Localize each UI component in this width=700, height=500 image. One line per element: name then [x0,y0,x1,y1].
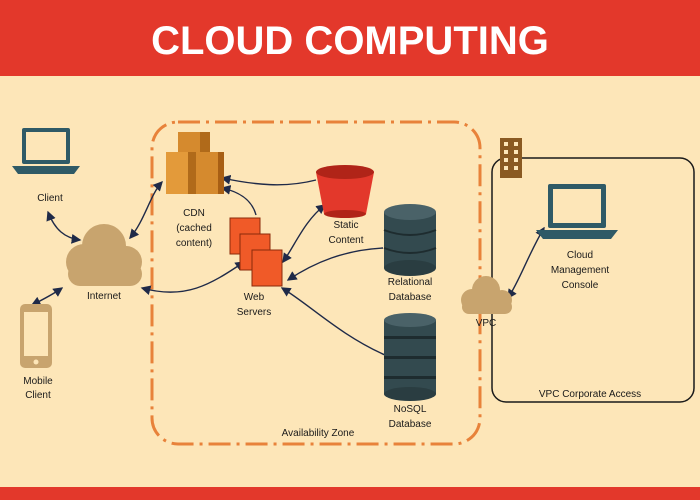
vpc-cloud-icon [461,276,512,314]
edge-vpc-console [507,226,545,300]
edge-webservers-cdn [220,185,257,216]
connectors [30,174,545,356]
client-laptop-icon [12,128,80,174]
title-banner [0,0,700,76]
internet-cloud-icon [66,224,142,286]
mobile-smartphone-icon [20,304,52,368]
vpc-label: VPC [476,318,497,329]
edge-client-internet [46,210,82,244]
cdn-cubes-icon [166,132,224,194]
edge-static-webservers [282,204,327,264]
bottom-banner [0,487,700,500]
relational-database-icon [383,204,437,276]
page-title: CLOUD COMPUTING [151,19,549,63]
nosql-database-icon [384,313,436,401]
edge-nosql-webservers [280,287,386,356]
availability-zone-label: Availability Zone [282,428,355,439]
edge-internet-webservers [140,261,246,295]
edge-internet-mobile [30,287,64,306]
web-servers-stack-icon [229,217,283,287]
internet-label: Internet [87,291,121,302]
static-content-bucket-icon [316,165,374,218]
corporate-building-icon [500,138,522,178]
console-laptop-icon [536,184,618,239]
edge-relational-webservers [286,247,384,281]
client-label: Client [37,193,63,204]
edge-static-cdn [220,174,317,186]
vpc-corporate-label: VPC Corporate Access [539,389,641,400]
edge-internet-cdn [129,180,163,240]
